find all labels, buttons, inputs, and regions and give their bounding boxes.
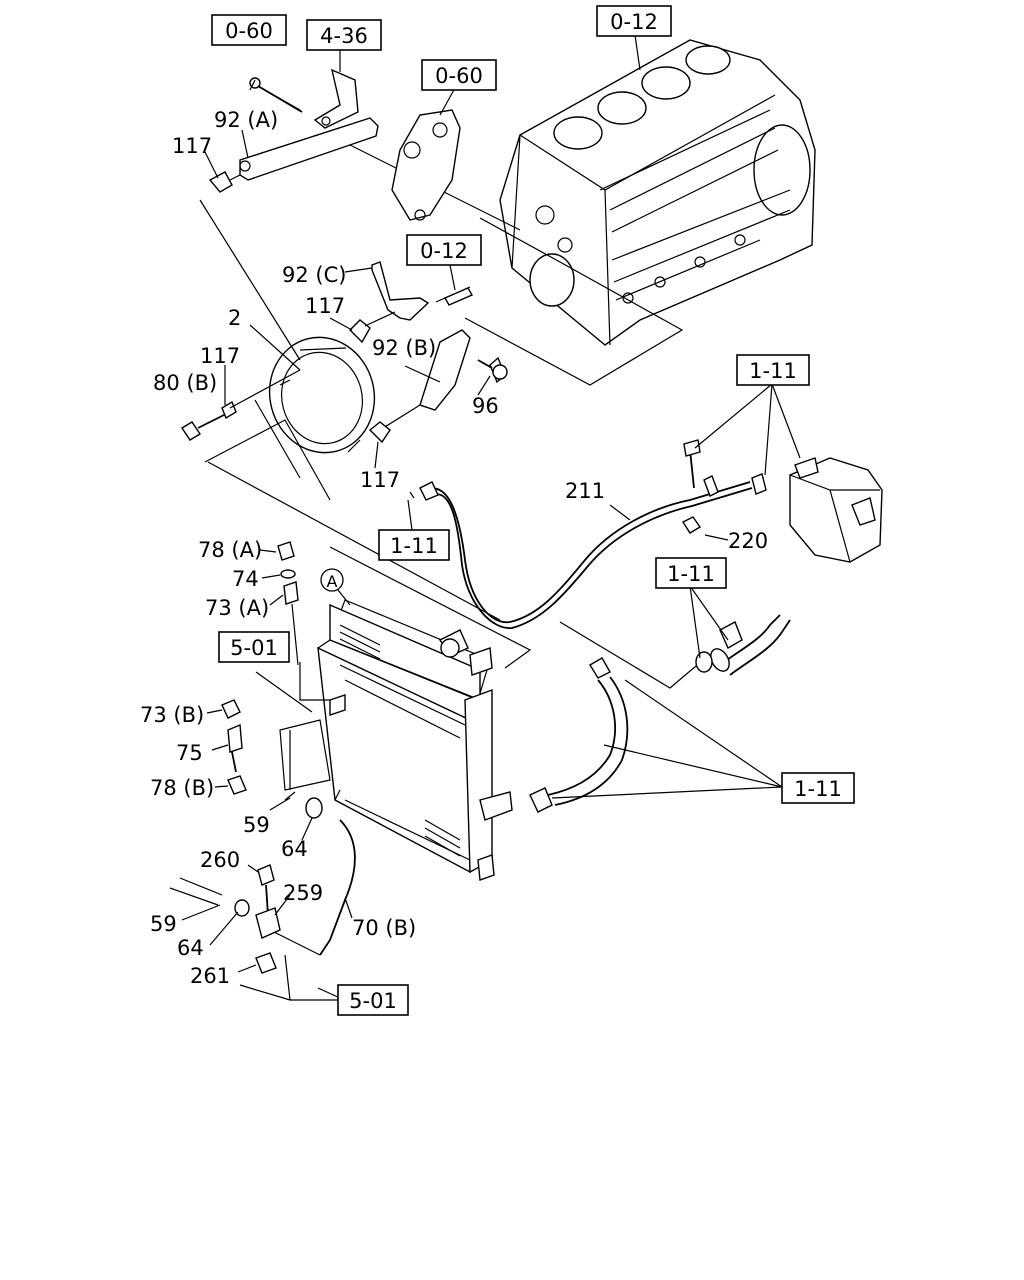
- ref-label: 0-60: [225, 19, 273, 43]
- circle-a-letter: A: [327, 572, 338, 591]
- callout-64-lower: 64: [177, 936, 204, 960]
- callout-117-bottom: 117: [360, 468, 400, 492]
- callout-92b: 92 (B): [372, 336, 436, 360]
- bracket-0-60: [391, 109, 461, 221]
- callout-80b: 80 (B): [153, 371, 217, 395]
- callout-211: 211: [565, 479, 605, 503]
- ref-box-0-60-mid: 0-60: [421, 59, 497, 91]
- bolt-260: [257, 864, 275, 916]
- stay-92b: [379, 329, 471, 431]
- callout-78a: 78 (A): [198, 538, 262, 562]
- bolt-80b: [181, 400, 237, 441]
- ref-label: 0-12: [610, 10, 658, 34]
- clamp-259: [255, 907, 281, 939]
- callout-78b: 78 (B): [150, 776, 214, 800]
- parts-73b-75-78b: [221, 699, 247, 795]
- callout-circle-a: A: [320, 568, 351, 606]
- ref-box-1-11-upper: 1-11: [655, 557, 727, 589]
- callout-75: 75: [176, 741, 203, 765]
- ref-box-0-12-top: 0-12: [596, 5, 672, 37]
- radiator: [317, 599, 513, 881]
- ref-label: 1-11: [749, 359, 797, 383]
- parts-78a-74-73a: [277, 541, 299, 666]
- upper-radiator-hose: [695, 614, 791, 676]
- callout-59-lower: 59: [150, 912, 177, 936]
- callout-59-upper: 59: [243, 813, 270, 837]
- callout-117-ring: 117: [200, 344, 240, 368]
- ref-box-5-01-lower: 5-01: [337, 984, 409, 1016]
- rubber-117d: [368, 421, 391, 444]
- reserve-tank: [789, 457, 883, 563]
- callout-70b: 70 (B): [352, 916, 416, 940]
- stay-92a: [229, 117, 379, 181]
- bracket-5-01-upper: [279, 719, 331, 791]
- stay-92c: [371, 261, 473, 321]
- callout-92c: 92 (C): [282, 263, 346, 287]
- ref-box-1-11-tank: 1-11: [736, 354, 810, 386]
- callout-73a: 73 (A): [205, 596, 269, 620]
- ref-label: 1-11: [794, 777, 842, 801]
- callout-2: 2: [228, 306, 241, 330]
- ref-label: 5-01: [230, 636, 278, 660]
- bolt-96: [477, 356, 508, 384]
- callout-259: 259: [283, 881, 323, 905]
- ref-label: 0-60: [435, 64, 483, 88]
- callout-64-upper: 64: [281, 837, 308, 861]
- callout-92a: 92 (A): [214, 108, 278, 132]
- rubber-117a: [208, 171, 233, 193]
- pipe-70b: [269, 819, 356, 956]
- clip-211: [703, 473, 767, 497]
- callout-96: 96: [472, 394, 499, 418]
- callout-117-top: 117: [172, 134, 212, 158]
- ref-box-0-12-mid: 0-12: [406, 234, 482, 266]
- washer-64a: [305, 797, 323, 819]
- ref-label: 5-01: [349, 989, 397, 1013]
- ref-label: 1-11: [667, 562, 715, 586]
- callout-220: 220: [728, 529, 768, 553]
- ref-box-1-11-lower: 1-11: [781, 772, 855, 804]
- callout-74: 74: [232, 567, 259, 591]
- bracket-4-36: [313, 68, 359, 129]
- callout-117-stay: 117: [305, 294, 345, 318]
- ref-label: 1-11: [390, 534, 438, 558]
- ref-label: 4-36: [320, 24, 368, 48]
- callout-73b: 73 (B): [140, 703, 204, 727]
- bolt-upper-tank: [683, 439, 701, 489]
- engine-block: [499, 39, 816, 346]
- callout-260: 260: [200, 848, 240, 872]
- ref-box-5-01-upper: 5-01: [218, 631, 290, 663]
- rubber-117b: [349, 311, 396, 344]
- ref-box-4-36: 4-36: [306, 19, 382, 51]
- washer-64b: [234, 899, 250, 917]
- ref-label: 0-12: [420, 239, 468, 263]
- ref-box-1-11-hose: 1-11: [378, 529, 450, 561]
- lower-radiator-hose: [529, 657, 629, 813]
- hose-211: [419, 481, 753, 629]
- callout-261: 261: [190, 964, 230, 988]
- shroud-ring: [268, 336, 376, 454]
- bolt-upper: [249, 77, 303, 113]
- nut-220: [681, 516, 702, 534]
- ref-box-0-60-top: 0-60: [211, 14, 287, 46]
- nut-261: [255, 952, 277, 974]
